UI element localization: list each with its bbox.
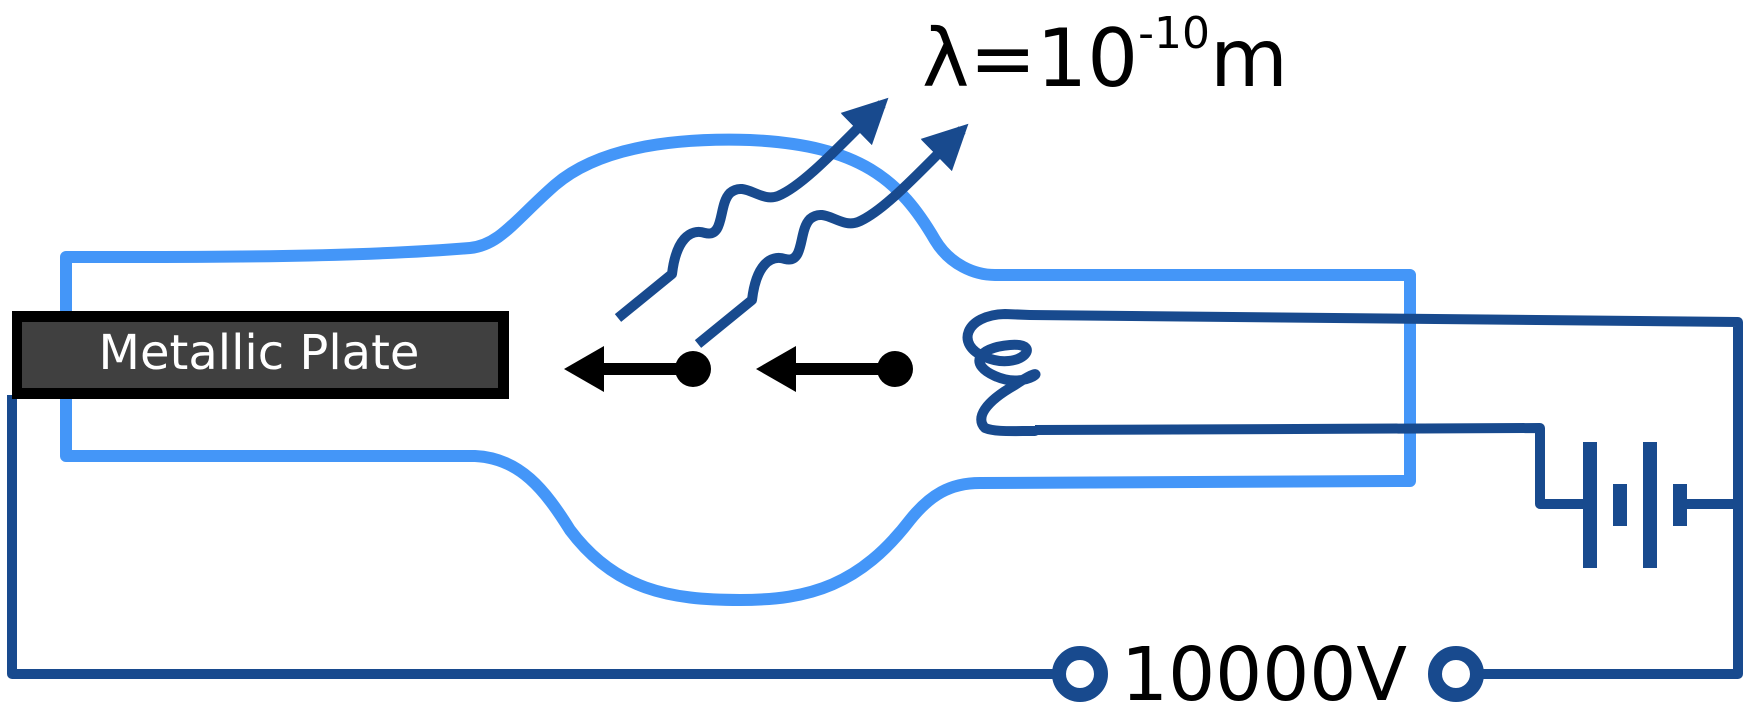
left-arrowhead-icon <box>756 346 796 392</box>
battery-icon <box>1583 442 1687 568</box>
terminal-right-icon <box>1428 646 1484 702</box>
electron-near <box>564 346 711 392</box>
voltage-label: 10000V <box>1121 632 1407 715</box>
vacuum-tube-outline <box>60 133 1416 606</box>
metallic-plate-label: Metallic Plate <box>99 325 420 381</box>
filament-coil-icon <box>962 309 1041 437</box>
circuit-wire-upper <box>1029 310 1743 679</box>
circuit-wire-lower <box>7 395 1070 679</box>
wavelength-base: λ=10 <box>922 12 1138 105</box>
electron-far <box>756 346 913 392</box>
terminal-left-icon <box>1052 646 1108 702</box>
xray-wavy-arrow-icon <box>694 123 969 348</box>
cathode-lead-to-battery <box>1034 423 1584 509</box>
left-arrowhead-icon <box>564 346 604 392</box>
wavelength-exponent: -10 <box>1138 8 1210 59</box>
metallic-plate-face <box>22 322 498 388</box>
xray-wavy-arrow-icon <box>614 97 889 322</box>
wavelength-label: λ=10-10m <box>922 8 1288 105</box>
electron-icon <box>877 351 913 387</box>
wavelength-unit: m <box>1210 12 1288 105</box>
electron-icon <box>675 351 711 387</box>
